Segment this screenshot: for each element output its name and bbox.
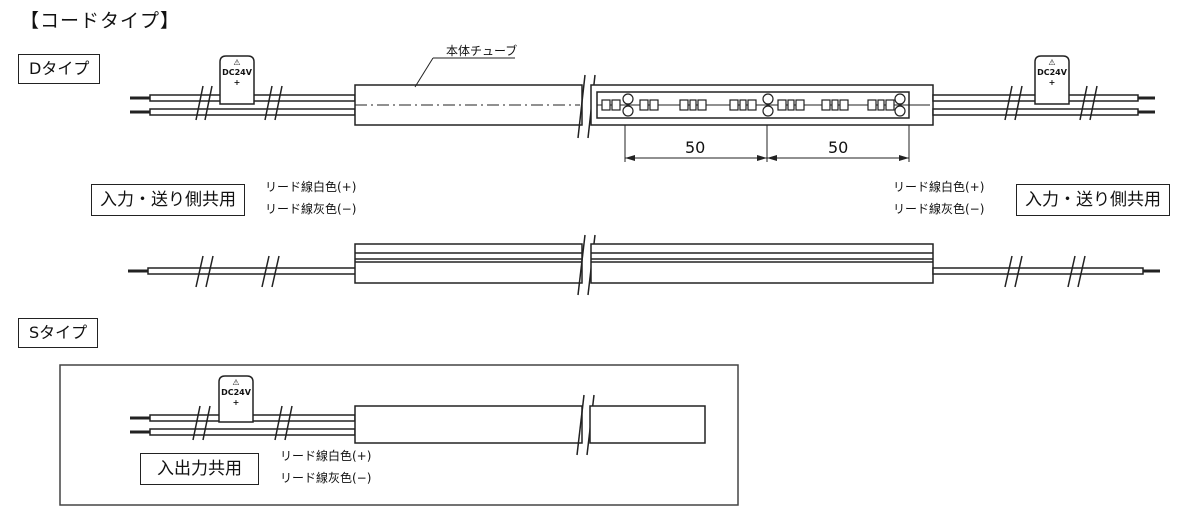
warning-icon: ⚠	[1048, 58, 1056, 67]
warning-icon: ⚠	[233, 58, 241, 67]
left-shared-label: 入力・送り側共用	[91, 184, 245, 216]
dimension-2: 50	[828, 138, 849, 157]
right-shared-label: 入力・送り側共用	[1016, 184, 1170, 216]
page-title: 【コードタイプ】	[20, 10, 181, 32]
d-type-label: Dタイプ	[18, 54, 101, 84]
dimension-1: 50	[685, 138, 706, 157]
s-shared-label: 入出力共用	[140, 453, 259, 485]
s-connector: ⚠ DC24V +	[219, 378, 253, 408]
left-lead-labels: リード線白色(+) リード線灰色(−)	[265, 180, 357, 216]
right-lead-labels: リード線白色(+) リード線灰色(−)	[893, 180, 985, 216]
s-type-label: Sタイプ	[18, 318, 99, 348]
d-left-connector: ⚠ DC24V +	[220, 58, 254, 88]
warning-icon: ⚠	[232, 378, 240, 387]
tube-callout: 本体チューブ	[446, 44, 518, 58]
d-right-connector: ⚠ DC24V +	[1035, 58, 1069, 88]
s-lead-labels: リード線白色(+) リード線灰色(−)	[280, 449, 372, 485]
